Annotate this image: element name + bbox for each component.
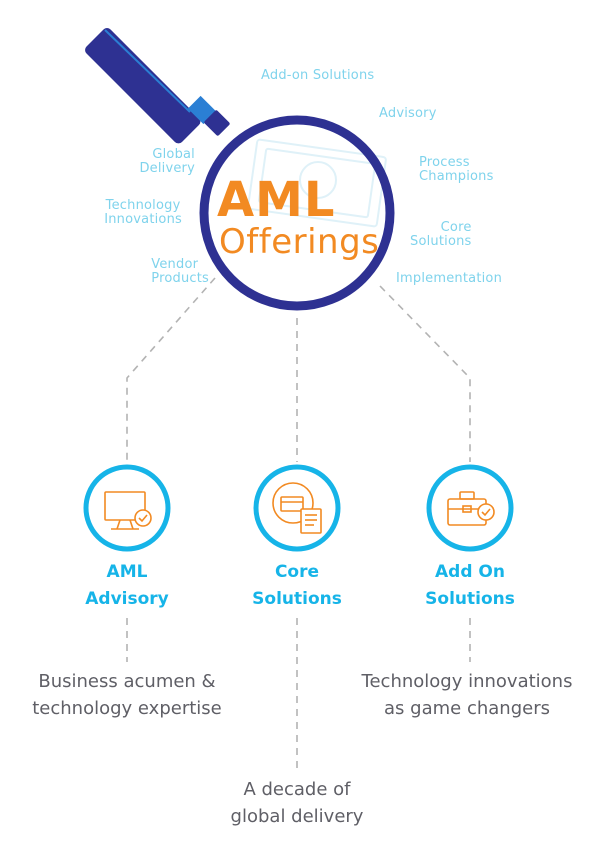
- desc-advisory: Business acumen & technology expertise: [32, 671, 222, 719]
- ring-label-process: Process Champions: [419, 155, 494, 184]
- card-circle-advisory: [83, 464, 171, 552]
- connectors: [126, 277, 471, 770]
- ring-label-vendor: Vendor Products: [151, 257, 209, 286]
- magnifier-handle-icon: [85, 28, 230, 144]
- ring-label-technology: Technology Innovations: [104, 198, 182, 227]
- ring-label-addon: Add-on Solutions: [261, 68, 375, 83]
- card-title-core: Core Solutions: [252, 562, 342, 609]
- card-circle-core: [253, 464, 341, 552]
- magnifier-ring: [199, 115, 395, 311]
- card-title-addon: Add On Solutions: [425, 562, 515, 609]
- briefcase-check-icon: [447, 491, 495, 526]
- banknote-icon: [247, 138, 387, 228]
- ring-label-advisory: Advisory: [379, 106, 437, 121]
- desc-addon: Technology innovations as game changers: [361, 671, 573, 719]
- monitor-check-icon: [104, 491, 152, 530]
- ring-label-implementation: Implementation: [396, 271, 503, 286]
- center-subtitle: Offerings: [219, 222, 380, 262]
- ring-label-core: Core Solutions: [410, 220, 472, 249]
- center-title: AML: [217, 172, 336, 228]
- card-document-icon: [272, 482, 322, 534]
- card-title-advisory: AML Advisory: [85, 562, 169, 609]
- card-circle-addon: [426, 464, 514, 552]
- ring-label-global: Global Delivery: [139, 147, 195, 176]
- desc-core: A decade of global delivery: [230, 779, 364, 827]
